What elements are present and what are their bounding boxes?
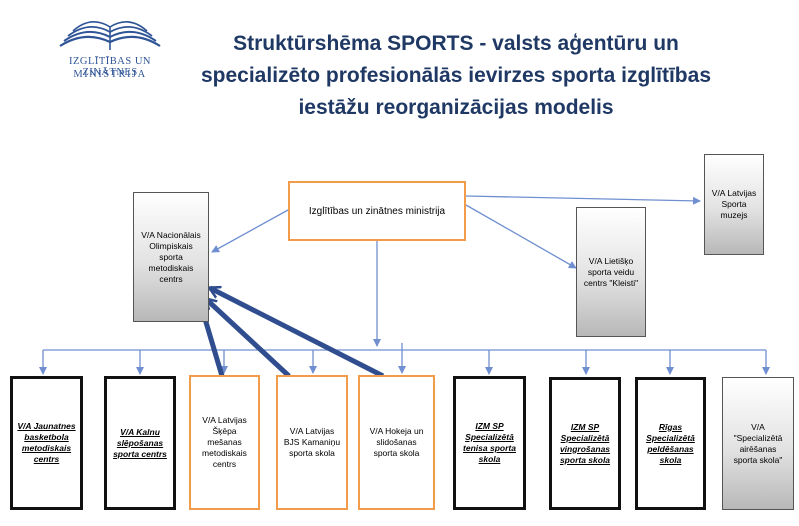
node-tennis-school: IZM SP Specializētā tenisa sporta skola bbox=[453, 376, 526, 510]
book-logo-icon bbox=[59, 21, 161, 50]
node-javelin-centre: V/A Latvijas Šķēpa mešanas metodiskais c… bbox=[189, 375, 260, 510]
logo-text-line1: IZGLĪTĪBAS UN ZINĀTNES bbox=[68, 56, 152, 78]
node-swimming-school: Rīgas Specializētā peldēšanas skola bbox=[635, 377, 706, 510]
node-hockey-school: V/A Hokeja un slidošanas sporta skola bbox=[358, 375, 435, 510]
node-rowing-school: V/A "Specializētā airēšanas sporta skola… bbox=[722, 377, 794, 510]
node-kleisti-centre: V/A Lietišķo sporta veidu centrs "Kleist… bbox=[576, 207, 646, 337]
ministry-logo: IZGLĪTĪBAS UN ZINĀTNES MINISTRIJA bbox=[40, 10, 180, 92]
logo-text-line2: MINISTRIJA bbox=[73, 69, 147, 80]
thick-arrow-b5-olympic bbox=[210, 285, 385, 379]
connector-ministry-museum bbox=[465, 195, 701, 205]
node-luge-school: V/A Latvijas BJS Kamaniņu sporta skola bbox=[276, 375, 348, 510]
node-alpine-ski-centre: V/A Kalnu slēpošanas sporta centrs bbox=[104, 376, 176, 510]
node-gymnastics-school: IZM SP Specializētā vingrošanas sporta s… bbox=[549, 377, 621, 510]
connector-ministry-olympic bbox=[211, 209, 289, 253]
node-sports-museum: V/A Latvijas Sporta muzejs bbox=[704, 154, 764, 255]
node-basketball-centre: V/A Jaunatnes basketbola metodiskais cen… bbox=[10, 376, 83, 510]
thick-arrow-b4-olympic bbox=[206, 299, 291, 378]
node-olympic-centre: V/A Nacionālais Olimpiskais sporta metod… bbox=[133, 192, 209, 322]
page-title: Struktūrshēma SPORTS - valsts aģentūru u… bbox=[200, 32, 711, 119]
node-ministry: Izglītības un zinātnes ministrija bbox=[288, 181, 466, 241]
connector-ministry-kleisti bbox=[465, 204, 577, 269]
